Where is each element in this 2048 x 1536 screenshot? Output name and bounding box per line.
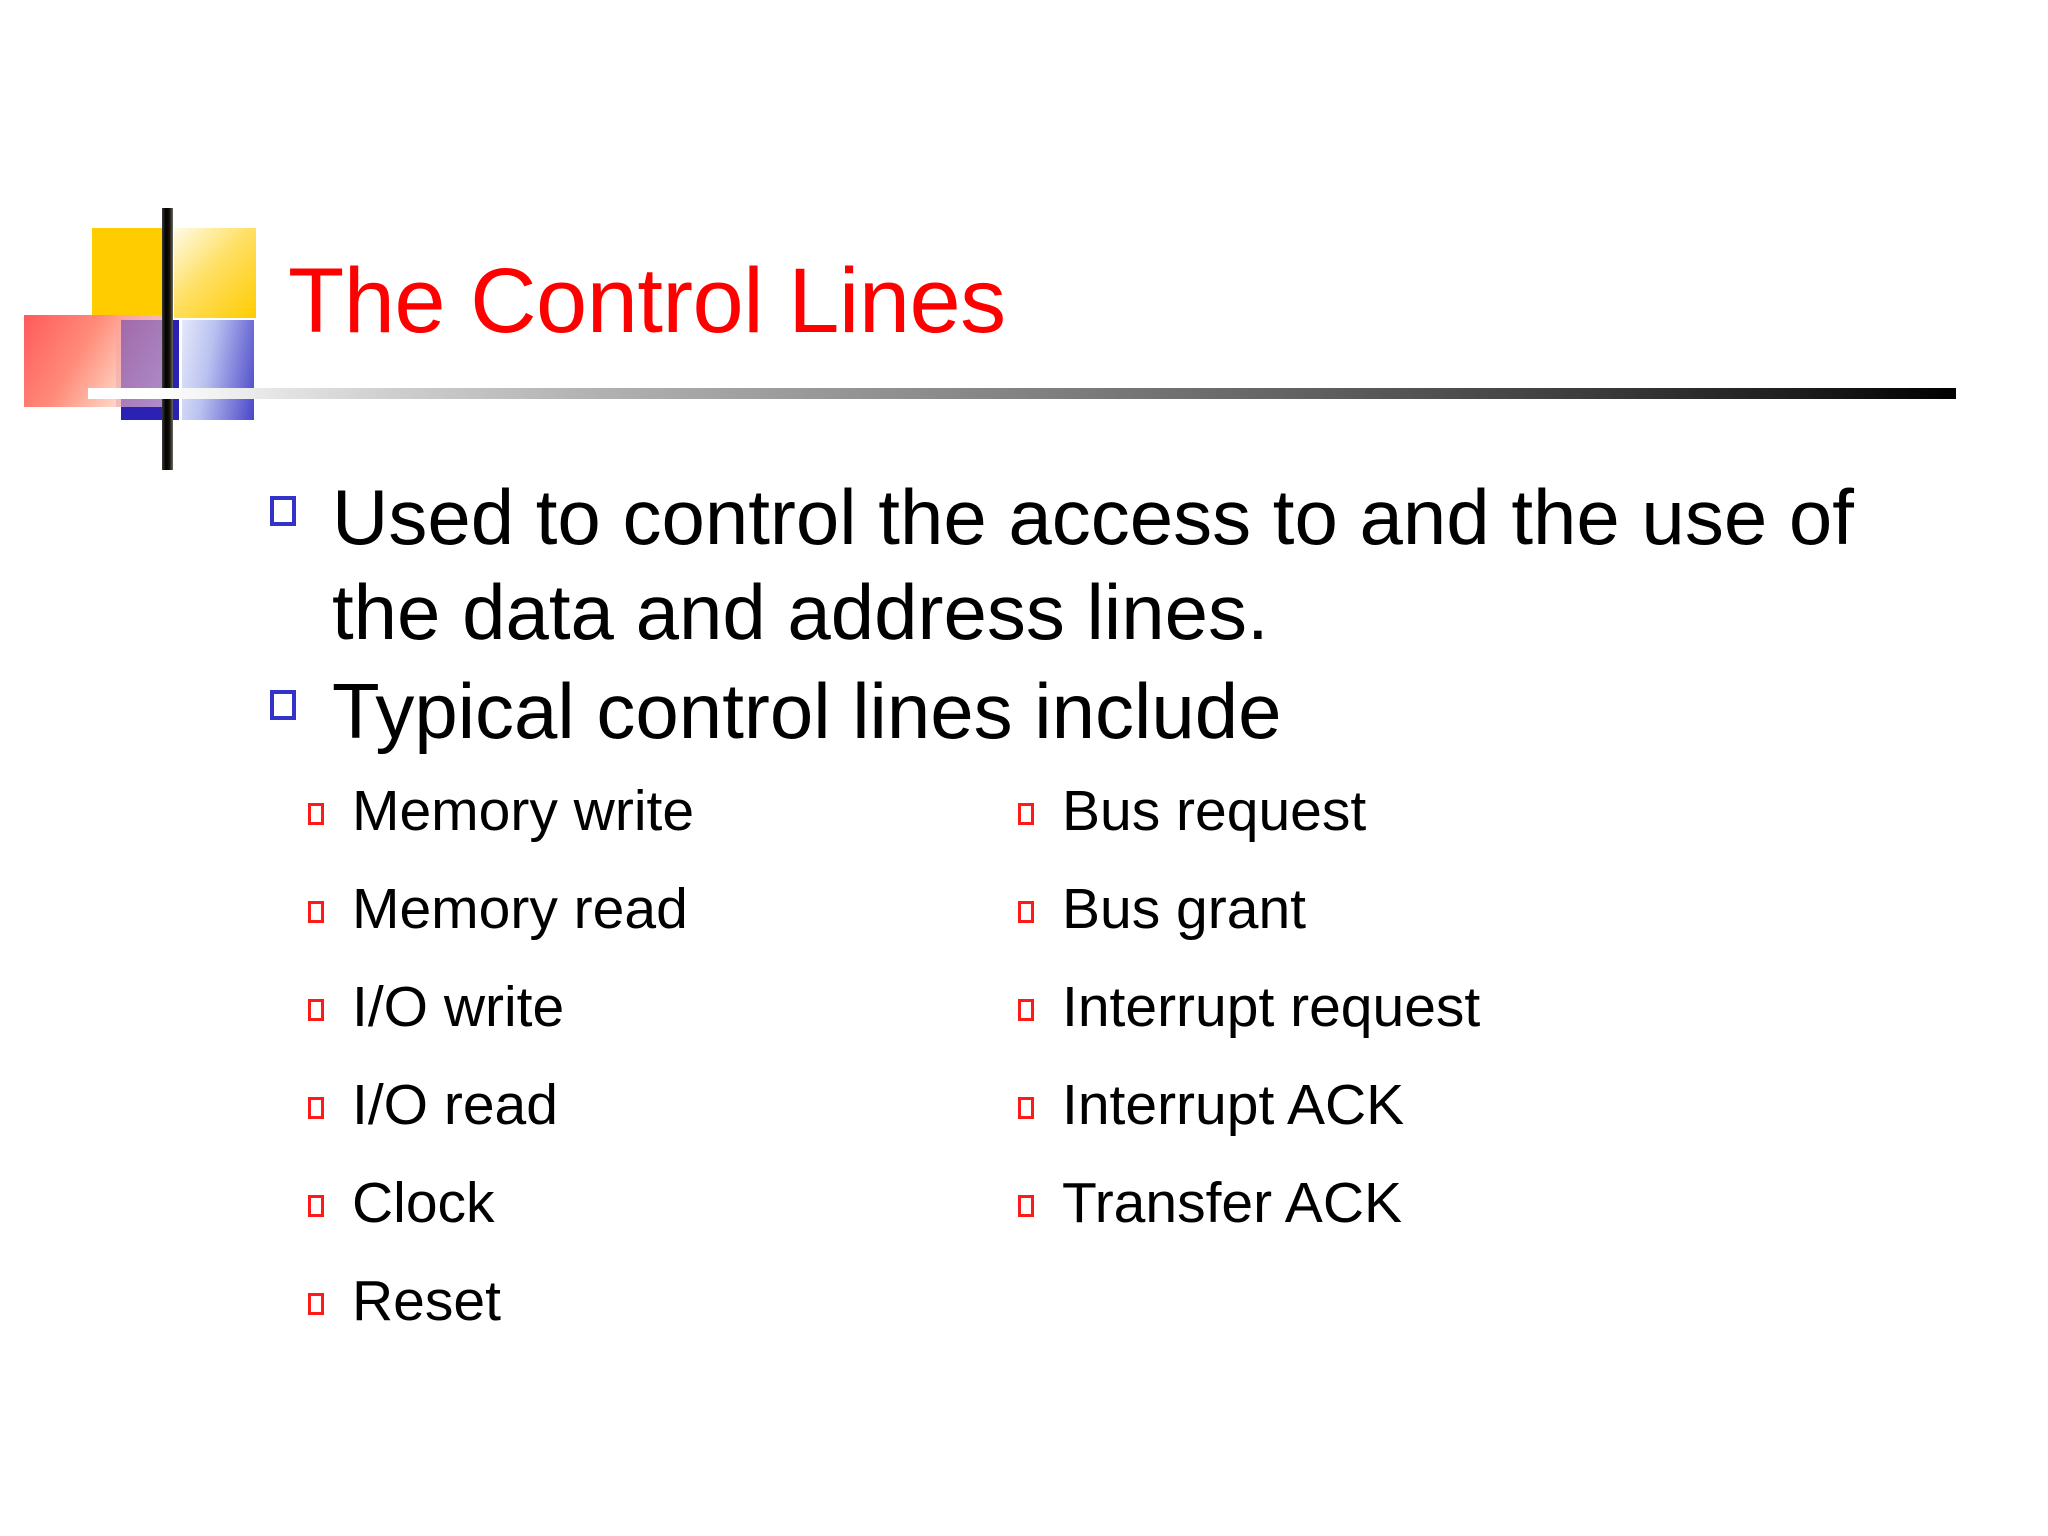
sub-bullet-text: Memory read bbox=[352, 877, 688, 942]
title-divider bbox=[88, 388, 1956, 399]
sub-bullet-text: Reset bbox=[352, 1269, 501, 1334]
red-square-bullet-icon bbox=[1018, 901, 1034, 924]
slide-body: Used to control the access to and the us… bbox=[270, 470, 1990, 1365]
red-square-bullet-icon bbox=[308, 901, 324, 924]
list-item: Memory read bbox=[308, 875, 1018, 973]
vertical-black-bar-icon bbox=[162, 208, 173, 470]
sub-bullet-text: Memory write bbox=[352, 779, 695, 844]
list-item: I/O read bbox=[308, 1071, 1018, 1169]
list-item: Clock bbox=[308, 1169, 1018, 1267]
red-square-bullet-icon bbox=[308, 999, 324, 1022]
sub-bullet-text: Interrupt ACK bbox=[1062, 1073, 1405, 1138]
red-square-bullet-icon bbox=[1018, 1195, 1034, 1218]
sub-bullet-left-column: Memory write Memory read I/O write I/O r… bbox=[308, 777, 1018, 1365]
red-square-bullet-icon bbox=[308, 803, 324, 826]
red-square-bullet-icon bbox=[1018, 1097, 1034, 1120]
sub-bullet-text: I/O read bbox=[352, 1073, 558, 1138]
list-item: Interrupt request bbox=[1018, 973, 1818, 1071]
list-item: Bus request bbox=[1018, 777, 1818, 875]
bullet-text: Typical control lines include bbox=[332, 667, 1282, 756]
list-item: Interrupt ACK bbox=[1018, 1071, 1818, 1169]
blue-square-gradient-icon bbox=[182, 320, 254, 420]
yellow-square-solid-icon bbox=[92, 228, 172, 318]
bullet-item-2: Typical control lines include bbox=[270, 664, 1990, 759]
red-square-bullet-icon bbox=[1018, 999, 1034, 1022]
sub-bullet-columns: Memory write Memory read I/O write I/O r… bbox=[270, 777, 1990, 1365]
sub-bullet-right-column: Bus request Bus grant Interrupt request … bbox=[1018, 777, 1818, 1365]
sub-bullet-text: Clock bbox=[352, 1171, 495, 1236]
yellow-square-gradient-icon bbox=[174, 228, 256, 318]
red-square-bullet-icon bbox=[308, 1293, 324, 1316]
list-item: Bus grant bbox=[1018, 875, 1818, 973]
sub-bullet-text: Bus grant bbox=[1062, 877, 1306, 942]
red-square-bullet-icon bbox=[308, 1195, 324, 1218]
list-item: Memory write bbox=[308, 777, 1018, 875]
sub-bullet-text: I/O write bbox=[352, 975, 565, 1040]
list-item: I/O write bbox=[308, 973, 1018, 1071]
list-item: Reset bbox=[308, 1267, 1018, 1365]
blue-square-bullet-icon bbox=[270, 496, 296, 526]
blue-square-bullet-icon bbox=[270, 690, 296, 721]
decorative-squares-logo bbox=[0, 150, 300, 470]
page-title: The Control Lines bbox=[288, 250, 1006, 352]
sub-bullet-text: Interrupt request bbox=[1062, 975, 1481, 1040]
sub-bullet-text: Transfer ACK bbox=[1062, 1171, 1402, 1236]
bullet-item-1: Used to control the access to and the us… bbox=[270, 470, 1990, 660]
list-item: Transfer ACK bbox=[1018, 1169, 1818, 1267]
red-square-bullet-icon bbox=[308, 1097, 324, 1120]
bullet-text: Used to control the access to and the us… bbox=[332, 473, 1854, 657]
red-square-bullet-icon bbox=[1018, 803, 1034, 826]
sub-bullet-text: Bus request bbox=[1062, 779, 1367, 844]
